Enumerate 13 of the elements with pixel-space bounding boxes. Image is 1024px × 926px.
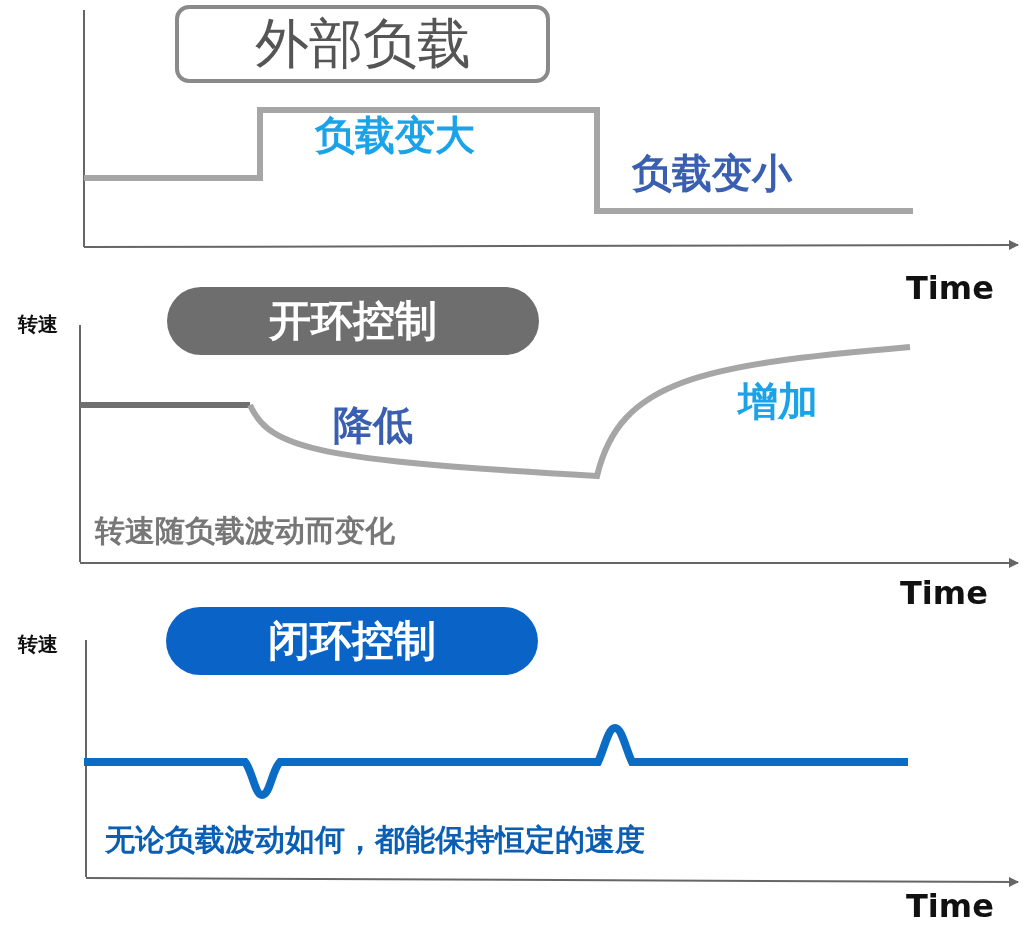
annotation-text: 增加 (738, 378, 818, 424)
axis-label: 转速 (18, 313, 58, 336)
axis-label: Time (906, 888, 994, 925)
title-box: 外部负载 (175, 5, 550, 83)
annotation-text: 负载变小 (632, 150, 792, 196)
note-text: 转速随负载波动而变化 (95, 514, 395, 549)
axis-label: 转速 (18, 633, 58, 656)
note-text: 无论负载波动如何，都能保持恒定的速度 (105, 823, 645, 858)
axis-label: Time (906, 270, 994, 307)
mode-pill: 开环控制 (167, 287, 539, 355)
mode-pill: 闭环控制 (166, 607, 538, 675)
axis-label: Time (900, 575, 988, 612)
annotation-text: 降低 (333, 402, 413, 448)
